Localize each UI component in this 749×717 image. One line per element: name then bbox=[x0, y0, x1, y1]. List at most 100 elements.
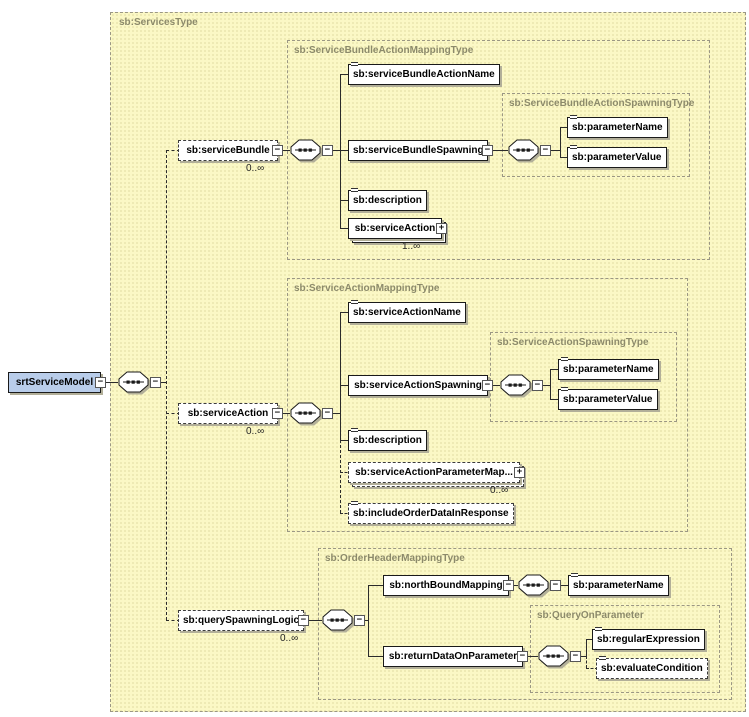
element-srt-service-model[interactable]: srtServiceModel bbox=[8, 372, 101, 393]
annotation-icon bbox=[570, 145, 577, 149]
collapse-button[interactable]: − bbox=[322, 408, 333, 419]
connector-line bbox=[365, 620, 368, 621]
action-spawning-type-label: sb:ServiceActionSpawningType bbox=[497, 337, 649, 348]
annotation-icon bbox=[351, 62, 358, 66]
occurrence-label: 0..∞ bbox=[246, 426, 265, 437]
connector-line bbox=[586, 639, 587, 656]
collapse-button[interactable]: − bbox=[540, 145, 551, 156]
collapse-button[interactable]: − bbox=[272, 145, 283, 156]
bundle-mapping-type-label: sb:ServiceBundleActionMappingType bbox=[294, 45, 474, 56]
connector-line bbox=[586, 656, 587, 668]
collapse-button[interactable]: − bbox=[517, 651, 528, 662]
connector-line bbox=[166, 150, 180, 151]
connector-line bbox=[340, 150, 352, 151]
collapse-button[interactable]: − bbox=[550, 580, 561, 591]
collapse-button[interactable]: − bbox=[95, 377, 106, 388]
connector-line bbox=[561, 585, 570, 586]
connector-line bbox=[340, 74, 352, 75]
connector-line bbox=[368, 656, 384, 657]
collapse-button[interactable]: − bbox=[272, 408, 283, 419]
connector-line bbox=[368, 585, 384, 586]
connector-line bbox=[333, 150, 340, 151]
collapse-button[interactable]: − bbox=[482, 380, 493, 391]
sequence-icon[interactable] bbox=[322, 609, 353, 631]
collapse-button[interactable]: − bbox=[482, 145, 493, 156]
order-header-mapping-type-label: sb:OrderHeaderMappingType bbox=[325, 553, 465, 564]
element-query-spawning-logic[interactable]: sb:querySpawningLogic bbox=[178, 610, 304, 631]
element-description[interactable]: sb:description bbox=[348, 188, 427, 211]
connector-line bbox=[560, 127, 570, 128]
connector-line bbox=[283, 413, 290, 414]
sequence-icon[interactable] bbox=[290, 402, 321, 424]
sequence-icon[interactable] bbox=[518, 574, 549, 596]
element-service-action[interactable]: sb:serviceAction bbox=[178, 403, 278, 424]
element-parameter-name[interactable]: sb:parameterName bbox=[567, 115, 668, 138]
annotation-icon bbox=[599, 656, 606, 660]
connector-line bbox=[550, 369, 560, 370]
element-evaluate-condition[interactable]: sb:evaluateCondition bbox=[596, 656, 708, 679]
query-on-parameter-container bbox=[530, 605, 720, 693]
collapse-button[interactable]: − bbox=[532, 380, 543, 391]
element-include-order-data-in-response[interactable]: sb:includeOrderDataInResponse bbox=[348, 501, 514, 524]
element-description[interactable]: sb:description bbox=[348, 428, 427, 451]
collapse-button[interactable]: − bbox=[503, 580, 514, 591]
connector-line bbox=[586, 639, 594, 640]
connector-line bbox=[333, 413, 340, 414]
query-on-parameter-label: sb:QueryOnParameter bbox=[537, 610, 644, 621]
sequence-icon[interactable] bbox=[508, 139, 539, 161]
element-north-bound-mapping[interactable]: sb:northBoundMapping bbox=[383, 575, 509, 596]
collapse-button[interactable]: − bbox=[354, 615, 365, 626]
connector-line bbox=[340, 440, 341, 513]
element-service-action-name[interactable]: sb:serviceActionName bbox=[348, 300, 466, 323]
annotation-icon bbox=[351, 188, 358, 192]
connector-line bbox=[493, 150, 508, 151]
connector-line bbox=[340, 228, 352, 229]
connector-line bbox=[166, 620, 180, 621]
element-service-action-spawning[interactable]: sb:serviceActionSpawning bbox=[348, 375, 488, 396]
expand-button[interactable]: + bbox=[514, 467, 525, 478]
sequence-icon[interactable] bbox=[538, 645, 569, 667]
sequence-icon[interactable] bbox=[500, 374, 531, 396]
action-spawning-type-container bbox=[490, 332, 677, 422]
connector-line bbox=[560, 157, 570, 158]
sequence-icon[interactable] bbox=[290, 139, 321, 161]
annotation-icon bbox=[561, 387, 568, 391]
element-parameter-name[interactable]: sb:parameterName bbox=[568, 573, 669, 596]
occurrence-label: 0..∞ bbox=[490, 485, 509, 496]
element-return-data-on-parameter[interactable]: sb:returnDataOnParameter bbox=[383, 646, 523, 667]
connector-line bbox=[340, 472, 352, 473]
element-service-action-parameter-map[interactable]: sb:serviceActionParameterMap... bbox=[348, 462, 520, 483]
connector-line bbox=[283, 150, 290, 151]
sequence-icon[interactable] bbox=[118, 371, 149, 393]
connector-line bbox=[340, 312, 352, 313]
element-parameter-value[interactable]: sb:parameterValue bbox=[567, 145, 667, 168]
element-service-bundle-spawning[interactable]: sb:serviceBundleSpawning bbox=[348, 140, 488, 161]
occurrence-label: 1..∞ bbox=[402, 241, 421, 252]
annotation-icon bbox=[561, 357, 568, 361]
connector-line bbox=[340, 312, 341, 440]
order-header-mapping-type-container bbox=[318, 548, 732, 700]
connector-line bbox=[551, 150, 560, 151]
collapse-button[interactable]: − bbox=[570, 651, 581, 662]
annotation-icon bbox=[351, 300, 358, 304]
connector-line bbox=[493, 385, 500, 386]
connector-line bbox=[101, 382, 118, 383]
element-service-bundle[interactable]: sb:serviceBundle bbox=[178, 140, 278, 161]
element-regular-expression[interactable]: sb:regularExpression bbox=[592, 627, 705, 650]
element-parameter-name[interactable]: sb:parameterName bbox=[558, 357, 659, 380]
connector-line bbox=[309, 620, 322, 621]
element-service-bundle-action-name[interactable]: sb:serviceBundleActionName bbox=[348, 62, 500, 85]
collapse-button[interactable]: − bbox=[150, 377, 161, 388]
annotation-icon bbox=[595, 627, 602, 631]
connector-line bbox=[166, 150, 167, 620]
element-parameter-value[interactable]: sb:parameterValue bbox=[558, 387, 658, 410]
connector-line bbox=[560, 127, 561, 157]
connector-line bbox=[543, 385, 550, 386]
collapse-button[interactable]: − bbox=[322, 145, 333, 156]
action-mapping-type-label: sb:ServiceActionMappingType bbox=[294, 283, 440, 294]
connector-line bbox=[340, 200, 352, 201]
expand-button[interactable]: + bbox=[436, 223, 447, 234]
element-service-action-multi[interactable]: sb:serviceAction bbox=[348, 218, 442, 239]
collapse-button[interactable]: − bbox=[298, 615, 309, 626]
